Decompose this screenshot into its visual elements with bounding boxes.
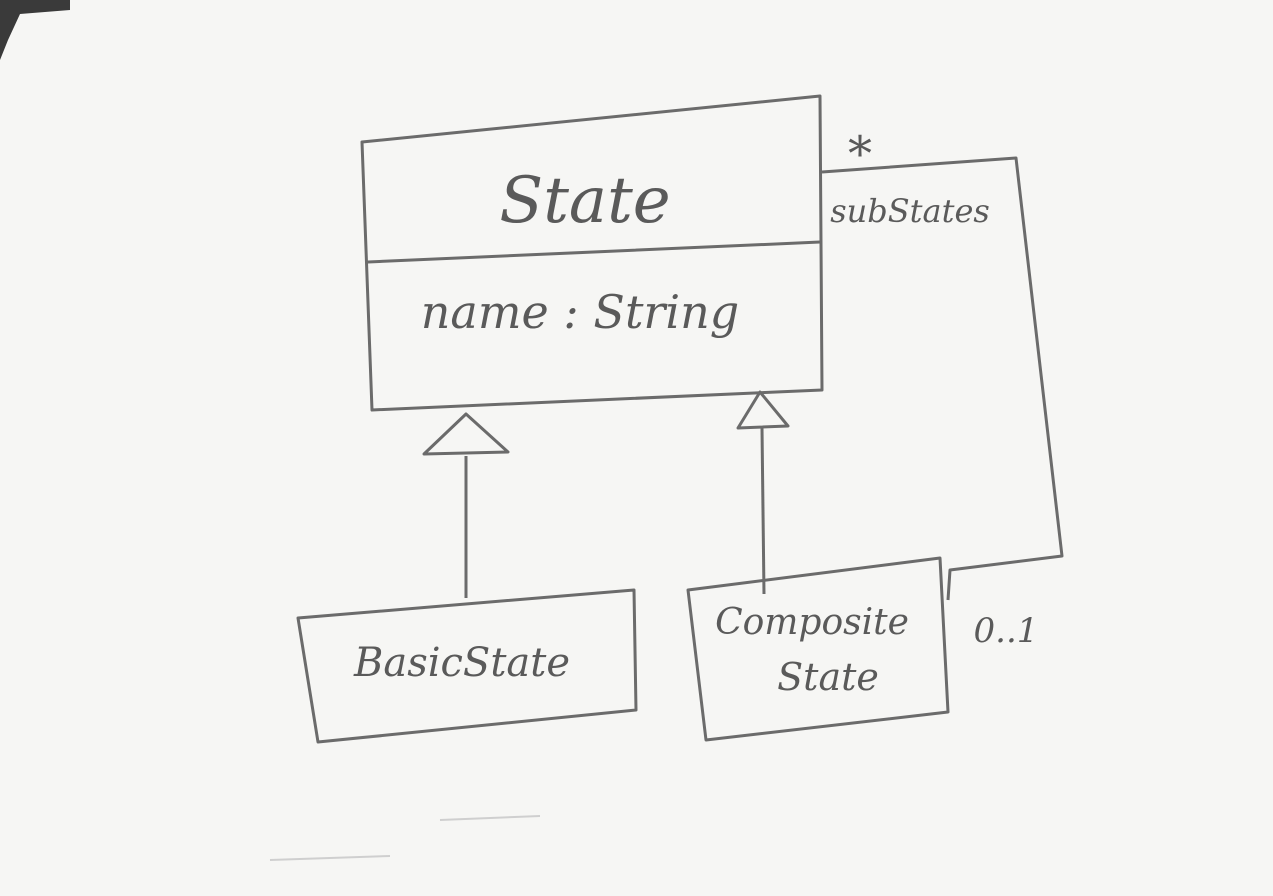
state-class-name: State (499, 164, 670, 238)
state-class (360, 94, 824, 412)
compositestate-class-name-line2: State (777, 655, 879, 699)
generalization-compositestate-line (760, 427, 766, 595)
substates-association-line (821, 156, 1064, 601)
scan-corner (0, 0, 70, 60)
basicstate-class-name: BasicState (353, 640, 570, 686)
paper-smudge (269, 815, 541, 861)
compositestate-class-box (686, 556, 950, 742)
state-class-attribute: name : String (421, 285, 739, 339)
generalization-basicstate (422, 412, 510, 598)
basicstate-class-box (296, 588, 638, 744)
substates-multiplicity-owner: 0..1 (974, 611, 1039, 651)
substates-role-label: subStates (830, 192, 990, 230)
generalization-compositestate-arrowhead (736, 390, 790, 430)
compositestate-class-name-line1: Composite (715, 602, 909, 643)
generalization-basicstate-arrowhead (422, 412, 510, 456)
generalization-compositestate (736, 390, 790, 595)
state-class-box (360, 94, 824, 412)
substates-multiplicity-many: * (848, 126, 872, 182)
state-class-separator (366, 240, 822, 264)
